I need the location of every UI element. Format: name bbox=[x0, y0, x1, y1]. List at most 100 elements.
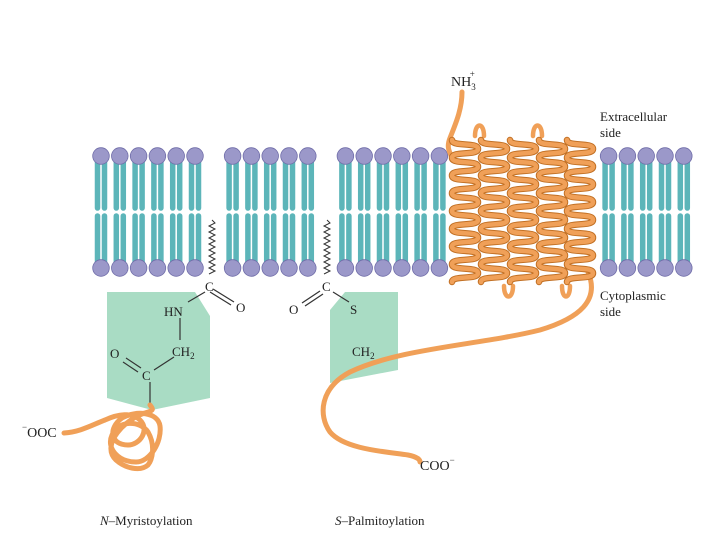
right-thioester-s: S bbox=[350, 302, 357, 317]
lipid-head-lower bbox=[355, 259, 373, 277]
n-terminus-tail bbox=[445, 89, 465, 161]
transmembrane-helices bbox=[448, 123, 597, 299]
left-ch2: CH2 bbox=[172, 344, 195, 361]
transmembrane-helix bbox=[507, 137, 539, 285]
ooc-minus-label: −OOC bbox=[22, 422, 57, 441]
lipid-tail-upper bbox=[113, 159, 127, 211]
lipid-tail-lower bbox=[602, 213, 615, 265]
lipid-tail-upper bbox=[245, 159, 258, 211]
lipid-head-upper bbox=[656, 147, 674, 165]
left-carbonyl-o: O bbox=[236, 300, 245, 315]
palmitoyl-anchor-shape bbox=[330, 292, 398, 383]
lipid-head-upper bbox=[148, 147, 167, 165]
lipid-tail-lower bbox=[113, 213, 127, 265]
lipid-head-lower bbox=[374, 259, 392, 277]
lipid-head-lower bbox=[242, 259, 261, 277]
lipid-head-upper bbox=[186, 147, 204, 165]
lipid-head-upper bbox=[242, 147, 261, 165]
lipid-head-upper bbox=[92, 147, 110, 165]
fatty-acyl-chains bbox=[207, 219, 332, 275]
lipid-tail-upper bbox=[658, 159, 672, 211]
lipid-head-lower bbox=[148, 259, 167, 277]
lipid-head-lower bbox=[618, 259, 637, 277]
lipid-tail-upper bbox=[639, 159, 653, 211]
myristoyl-chain bbox=[207, 219, 217, 275]
lipid-head-lower bbox=[261, 259, 279, 277]
lipid-tail-upper bbox=[188, 159, 202, 211]
lipid-head-lower bbox=[656, 259, 674, 277]
lipid-head-lower bbox=[129, 259, 148, 277]
coo-minus-label: COO− bbox=[420, 455, 455, 474]
lipid-head-lower bbox=[280, 259, 298, 277]
lipid-head-upper bbox=[411, 147, 430, 165]
lipid-tail-lower bbox=[339, 213, 352, 265]
lipid-tail-lower bbox=[395, 213, 409, 265]
extracellular-label: Extracellular bbox=[600, 109, 668, 124]
bond-c-o-right-1 bbox=[301, 290, 321, 304]
extracellular-side-label: side bbox=[600, 125, 621, 140]
lipid-tail-upper bbox=[414, 159, 427, 211]
lipid-tail-lower bbox=[414, 213, 427, 265]
right-ch2: CH2 bbox=[352, 344, 375, 361]
lipid-head-upper bbox=[637, 147, 655, 165]
lipid-head-lower bbox=[637, 259, 655, 277]
cytoplasmic-label: Cytoplasmic bbox=[600, 288, 666, 303]
extracellular-loop bbox=[472, 123, 487, 139]
palmitoyl-chain bbox=[322, 219, 332, 275]
lipid-tail-upper bbox=[169, 159, 183, 211]
lipid-head-upper bbox=[111, 147, 129, 165]
nh3-label: NH3+ bbox=[451, 69, 476, 92]
lipid-tail-upper bbox=[357, 159, 371, 211]
lipid-head-lower bbox=[430, 259, 449, 277]
lipid-tail-lower bbox=[658, 213, 672, 265]
lipid-tail-upper bbox=[301, 159, 315, 211]
lipid-head-lower bbox=[92, 259, 110, 277]
lipid-head-upper bbox=[430, 147, 449, 165]
lipid-tail-upper bbox=[376, 159, 390, 211]
lipid-tail-upper bbox=[621, 159, 634, 211]
cytoplasmic-side-label: side bbox=[600, 304, 621, 319]
lipid-tail-lower bbox=[169, 213, 183, 265]
lipid-tail-lower bbox=[621, 213, 634, 265]
lipid-tail-lower bbox=[226, 213, 239, 265]
caption-s-palmitoylation: S–Palmitoylation bbox=[335, 513, 425, 528]
bond-c-hn bbox=[187, 291, 206, 303]
lipid-head-lower bbox=[411, 259, 430, 277]
lipid-tail-lower bbox=[357, 213, 371, 265]
lipid-head-upper bbox=[374, 147, 392, 165]
lipid-tail-upper bbox=[433, 159, 446, 211]
lipid-head-lower bbox=[393, 259, 411, 277]
extracellular-loop bbox=[530, 123, 545, 139]
lipid-head-lower bbox=[299, 259, 317, 277]
right-carbonyl-c: C bbox=[322, 279, 331, 294]
lipid-tail-lower bbox=[301, 213, 315, 265]
transmembrane-helix bbox=[478, 137, 510, 285]
lipid-head-lower bbox=[336, 259, 355, 277]
bond-c-o-double-2 bbox=[122, 361, 139, 373]
bond-ch2-c bbox=[153, 356, 175, 371]
c-terminus-tail bbox=[320, 269, 594, 465]
lipid-tail-upper bbox=[602, 159, 615, 211]
lipid-tail-upper bbox=[151, 159, 164, 211]
lipid-head-upper bbox=[599, 147, 618, 165]
lipid-head-upper bbox=[261, 147, 279, 165]
left-amide-hn: HN bbox=[164, 304, 183, 319]
lipid-head-upper bbox=[223, 147, 242, 165]
lipid-tail-upper bbox=[132, 159, 145, 211]
cytoplasmic-loop bbox=[559, 283, 573, 299]
lipid-tail-upper bbox=[339, 159, 352, 211]
myristoyl-anchor-shape bbox=[107, 292, 210, 410]
lipid-tail-lower bbox=[263, 213, 277, 265]
lipid-head-upper bbox=[336, 147, 355, 165]
left-alpha-c: C bbox=[142, 368, 151, 383]
lipid-tail-upper bbox=[94, 159, 108, 211]
lipid-head-lower bbox=[599, 259, 618, 277]
lipid-tail-lower bbox=[151, 213, 164, 265]
lipid-head-lower bbox=[223, 259, 242, 277]
transmembrane-helix bbox=[564, 137, 596, 285]
lipid-head-upper bbox=[393, 147, 411, 165]
polypeptide-coil-left bbox=[61, 402, 163, 472]
lipid-tail-upper bbox=[395, 159, 409, 211]
lipid-tail-lower bbox=[94, 213, 108, 265]
